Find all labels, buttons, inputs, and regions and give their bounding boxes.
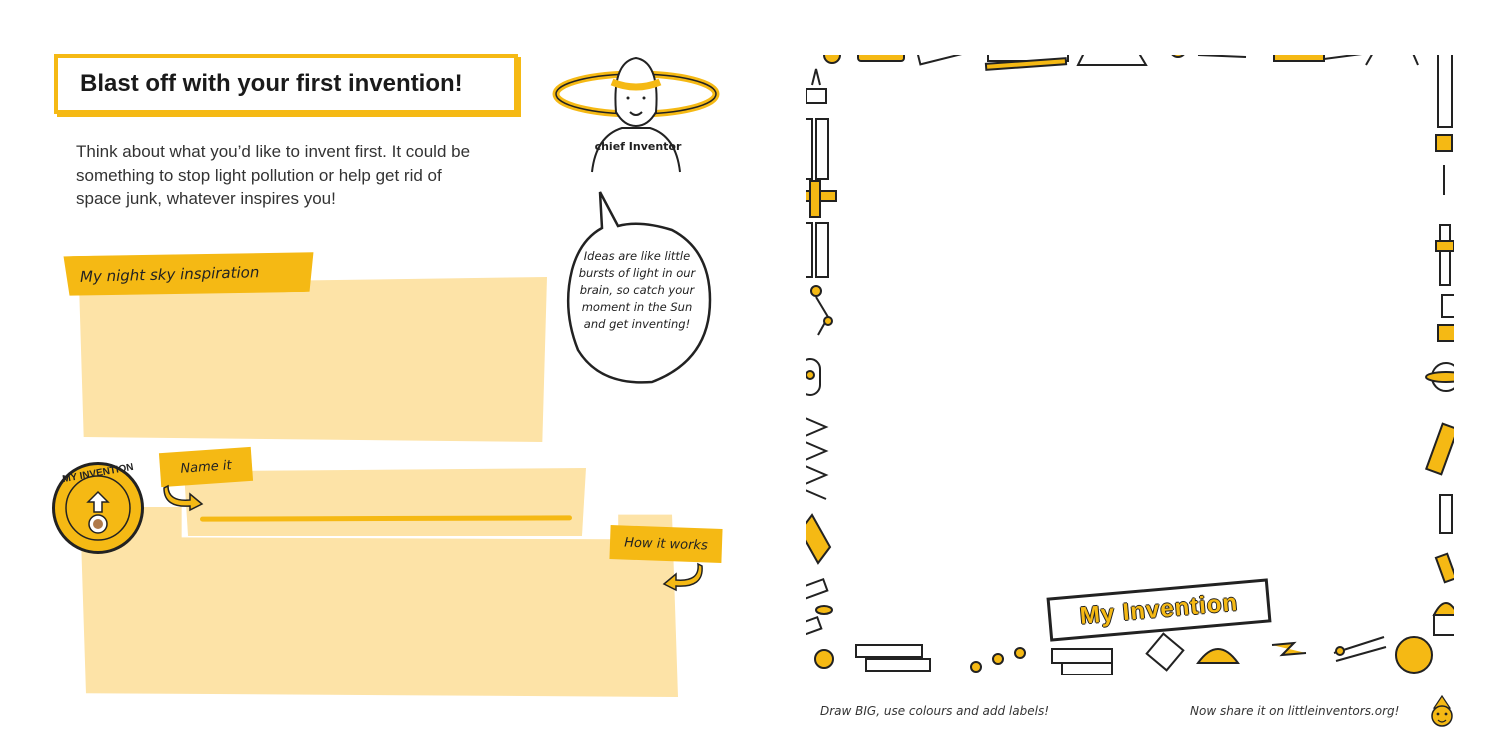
- chief-inventor-illustration: chief Inventor: [552, 56, 720, 173]
- arrow-how-icon: [662, 562, 703, 592]
- mascot-icon: [1431, 694, 1453, 727]
- chief-inventor-shirt-text: chief Inventor: [595, 140, 682, 153]
- badge-inner-icon: [65, 475, 131, 541]
- speech-bubble-text: Ideas are like little bursts of light in…: [578, 249, 696, 331]
- how-it-works-label: How it works: [609, 525, 723, 563]
- invention-drawing-frame[interactable]: [806, 55, 1454, 675]
- footer-instructions: Draw BIG, use colours and add labels!: [820, 704, 1050, 718]
- inspiration-area[interactable]: [79, 277, 547, 442]
- arrow-name-icon: [163, 484, 204, 512]
- speech-bubble: [566, 191, 712, 384]
- intro-text: Think about what you’d like to invent fi…: [76, 142, 471, 208]
- title-box: Blast off with your first invention!: [54, 54, 518, 114]
- footer-share: Now share it on littleinventors.org!: [1190, 704, 1400, 718]
- inspiration-label: My night sky inspiration: [63, 250, 314, 299]
- page-title: Blast off with your first invention!: [80, 70, 463, 97]
